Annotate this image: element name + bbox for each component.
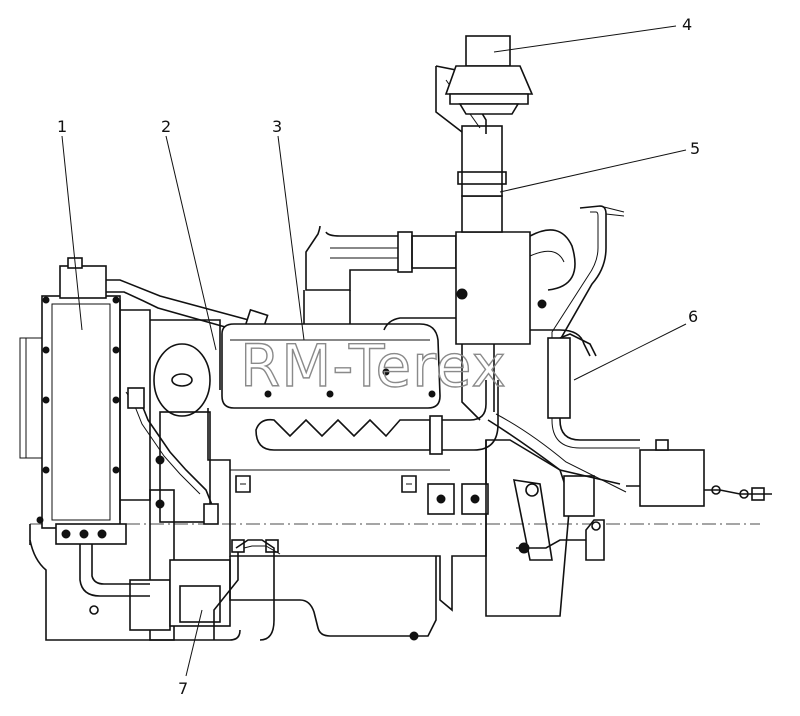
engine-mounts [427,483,489,515]
callout-6: 6 [688,307,698,326]
exhaust-manifold [255,380,499,455]
lower-radiator-hose [79,544,150,597]
air-cleaner [435,65,576,345]
wiring-harness [125,387,219,525]
precleaner-cap [444,35,534,115]
callout-2: 2 [161,117,171,136]
air-cleaner-outlet [461,344,495,421]
oil-pan [229,556,437,637]
callout-3: 3 [272,117,282,136]
engine-block [207,408,487,612]
watermark-text: RM-Terex [240,332,507,400]
coolant-hose [383,317,591,357]
callout-5: 5 [690,139,700,158]
intake-pipe [303,225,457,324]
callout-7: 7 [178,679,188,698]
leader-lines [61,25,687,677]
relay-box [626,439,772,507]
fuel-lines [487,205,640,493]
valve-cover [221,323,441,409]
frame-rail [29,524,241,641]
callout-4: 4 [682,15,692,34]
callout-1: 1 [57,117,67,136]
fan-assembly [129,319,231,641]
sensor-lines [213,539,281,641]
starter-motor [563,475,605,561]
